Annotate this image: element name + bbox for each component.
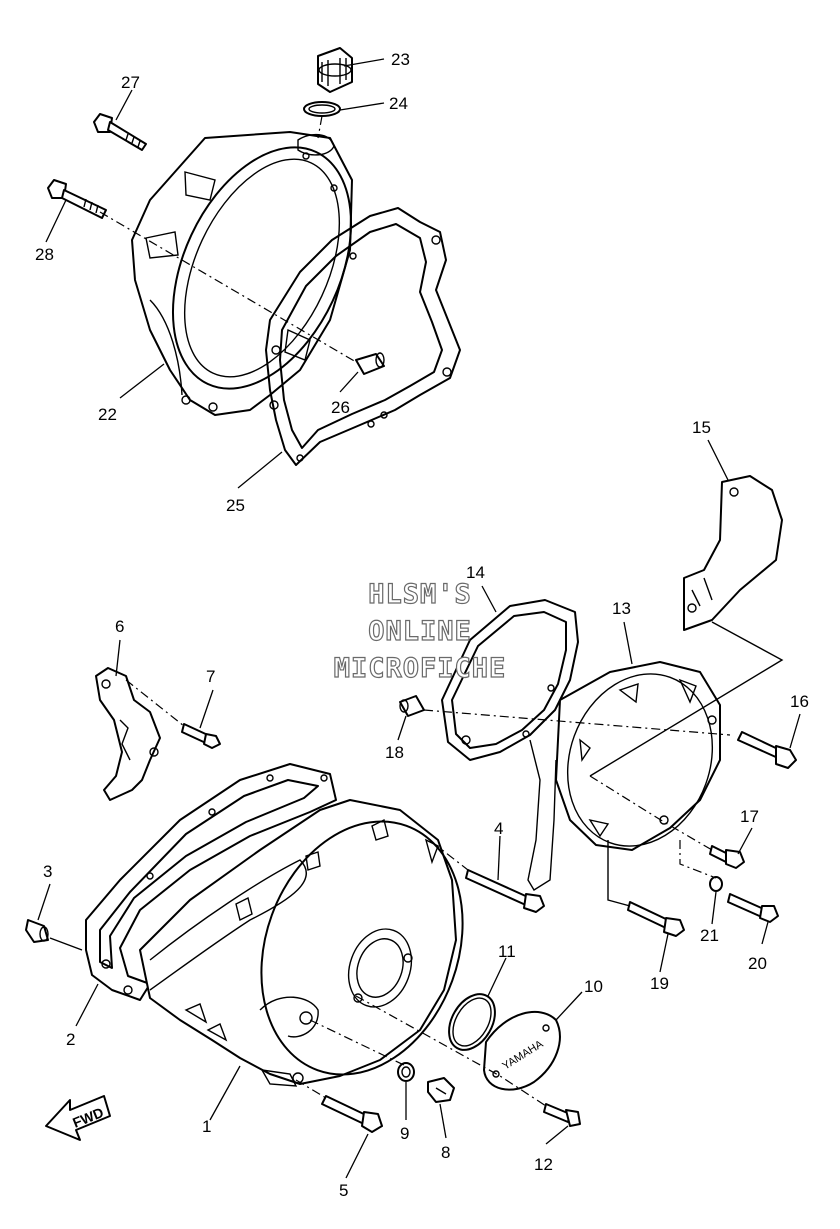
callout-13: 13 [612,599,631,618]
callout-3: 3 [43,862,52,881]
part-13-cover [527,661,721,891]
callout-17: 17 [740,807,759,826]
callout-2: 2 [66,1030,75,1049]
part-4-stud [465,869,545,913]
callout-24: 24 [389,94,408,113]
part-22-housing-cover [131,131,353,416]
callout-5: 5 [339,1181,348,1200]
watermark-line-3: MICROFICHE [334,653,507,684]
part-27-bolt [93,113,147,151]
part-7-bolt [181,723,221,749]
callout-8: 8 [441,1143,450,1162]
part-25-gasket [265,207,461,466]
callout-18: 18 [385,743,404,762]
assembly-line-upper-2 [317,115,323,139]
callout-14: 14 [466,563,485,582]
callout-28: 28 [35,245,54,264]
part-15-guard [683,475,783,631]
part-5-bolt [321,1095,383,1133]
assembly-line-left-1 [125,679,185,727]
watermark-line-1: HLSM'S [368,579,472,610]
callout-15: 15 [692,418,711,437]
callout-10: 10 [584,977,603,996]
part-16-bolt [737,731,797,769]
callout-27: 27 [121,73,140,92]
callout-20: 20 [748,954,767,973]
callout-25: 25 [226,496,245,515]
callout-11: 11 [498,942,516,961]
part-14-gasket [441,599,579,761]
watermark-line-2: ONLINE [368,616,472,647]
part-6-bracket [95,667,161,801]
part-26-dowel-pin [355,352,385,375]
part-8-plug [427,1077,455,1103]
assembly-line-low-4 [295,1079,327,1099]
callout-9: 9 [400,1124,409,1143]
watermark: HLSM'S ONLINE MICROFICHE [333,578,507,684]
callout-19: 19 [650,974,669,993]
fwd-direction-arrow: FWD [45,1095,111,1141]
callout-26: 26 [331,398,350,417]
assembly-line-low-1 [49,937,83,951]
part-21-washer [709,876,723,892]
part-17-bolt [709,845,745,869]
part-19-bolt [627,901,685,937]
callout-6: 6 [115,617,124,636]
callout-4: 4 [494,819,503,838]
part-2-gasket [85,763,337,1001]
assembly-line-upper-1 [99,211,357,363]
part-9-washer [397,1062,415,1082]
part-12-screw [543,1103,581,1127]
assembly-line-low-5 [431,841,469,871]
callout-1: 1 [202,1117,211,1136]
callout-labels: 23 24 27 28 22 26 25 15 14 6 7 13 16 18 … [35,50,809,1200]
part-1-crankcase-cover [139,799,464,1087]
part-20-bolt [727,893,779,923]
callout-21: 21 [700,926,719,945]
assembly-line-mid-3 [589,621,784,777]
assembly-line-mid-5 [679,840,717,879]
callout-leaders [37,58,801,1179]
assembly-line-mid-1 [423,709,731,736]
part-24-o-ring [303,101,341,117]
callout-7: 7 [206,667,215,686]
callout-22: 22 [98,405,117,424]
callout-12: 12 [534,1155,553,1174]
part-28-bolt [47,179,107,219]
part-23-filler-cap [317,47,353,93]
callout-16: 16 [790,692,809,711]
part-10-cover-plate: YAMAHA [483,1011,561,1091]
assembly-line-mid-4 [607,840,631,907]
part-11-o-ring [448,993,496,1051]
part-3-dowel [25,919,49,943]
callout-23: 23 [391,50,410,69]
part-18-dowel [399,695,425,717]
